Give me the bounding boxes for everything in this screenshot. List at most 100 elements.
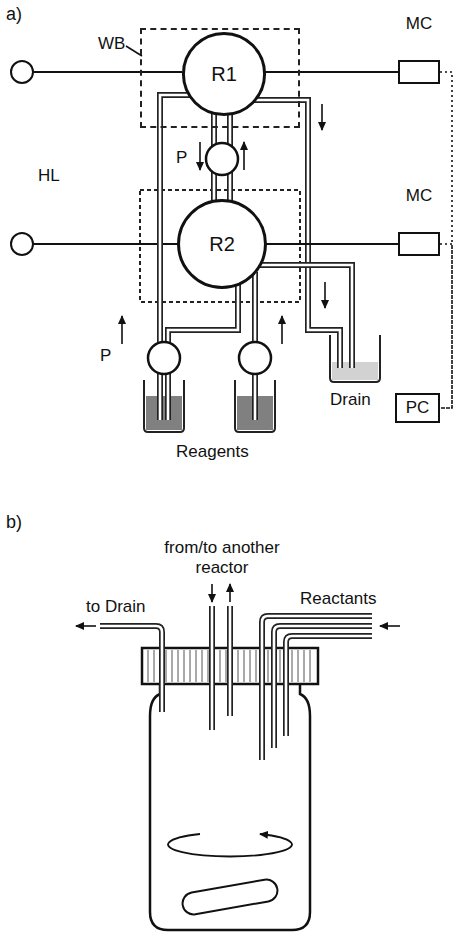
cap-ridge [268, 650, 269, 682]
label-holder: Reagents [176, 442, 249, 462]
tube-bore [229, 606, 232, 716]
tube-bore [286, 636, 372, 736]
circle-shape [183, 33, 264, 114]
tube-wall [274, 626, 372, 748]
node-text: R2 [209, 233, 235, 256]
reactor-circle: R1 [182, 32, 266, 116]
stir-bar [181, 878, 279, 916]
part-label: WB [98, 34, 125, 54]
tube-bore [100, 626, 162, 712]
controller-box: MC [398, 232, 440, 256]
controller-box: MC [398, 60, 440, 84]
cap-ridge [178, 650, 179, 682]
part-label: HL [38, 166, 60, 186]
label-holder: to Drain [86, 597, 146, 617]
flow-arrow [229, 584, 231, 602]
part-label: MC [406, 14, 432, 34]
cap-ridge [166, 650, 167, 682]
pump-symbol [206, 143, 238, 175]
panel-label: b) [6, 512, 22, 533]
cap-ridge [310, 650, 311, 682]
cap-ridge [244, 650, 245, 682]
water-bath-box: WBR1 [140, 28, 300, 128]
cap-ridge [292, 650, 293, 682]
flow-arrow [281, 316, 283, 344]
wire [264, 71, 398, 73]
tube-bore [274, 626, 372, 748]
cap-ridge [196, 650, 197, 682]
beaker-outline [144, 380, 184, 432]
tube-bore [262, 616, 372, 760]
flow-arrow [243, 142, 245, 170]
node-text: PC [406, 398, 430, 418]
part-label: P [176, 148, 187, 168]
flow-arrow [121, 316, 123, 344]
cap-ridge [220, 650, 221, 682]
cap-ridge [208, 650, 209, 682]
beaker-liquid [146, 396, 182, 430]
label-holder: Reactants [300, 589, 377, 609]
tube-wall [258, 265, 352, 368]
tube-bore [258, 265, 352, 368]
circle-shape [179, 201, 266, 288]
label-holder: Drain [330, 390, 371, 410]
tube-bore [211, 606, 214, 730]
flow-arrow [324, 282, 326, 308]
node-text: R1 [211, 63, 237, 86]
heater-wire [33, 71, 182, 73]
heater-lamp [11, 61, 33, 83]
label-holder: P [176, 148, 187, 168]
cap-ridge [238, 650, 239, 682]
beaker-outline [235, 380, 275, 432]
computer-box: PC [395, 393, 440, 423]
heater-lamp [11, 233, 33, 255]
pump-symbol [148, 342, 180, 374]
part-label: MC [406, 186, 432, 206]
cap-ridge [304, 650, 305, 682]
signal-line [440, 72, 452, 408]
pump-symbol [239, 342, 271, 374]
panel-label: a) [6, 4, 22, 25]
cap-ridge [172, 650, 173, 682]
cap-ridge [226, 650, 227, 682]
cap-ridge [184, 650, 185, 682]
part-label: P [100, 346, 111, 366]
cap-ridge [250, 650, 251, 682]
cap-ridge [190, 650, 191, 682]
label-holder: a) [6, 4, 22, 25]
tube-wall [262, 616, 372, 760]
part-label: Reagents [176, 442, 249, 462]
tube-wall [209, 606, 215, 730]
flow-arrow [211, 584, 213, 602]
cap-ridge [280, 650, 281, 682]
flow-note: from/to another reactor [161, 538, 283, 578]
label-holder: from/to another reactor [161, 538, 283, 578]
label-holder: HL [38, 166, 60, 186]
flow-note: Reactants [300, 589, 377, 609]
part-label: Drain [330, 390, 371, 410]
tube-wall [286, 636, 372, 736]
tube-wall [100, 626, 162, 712]
cap-ridge [256, 650, 257, 682]
beaker-outline [330, 335, 380, 382]
cap-ridge [148, 650, 149, 682]
cap-ridge [298, 650, 299, 682]
cap-ridge [202, 650, 203, 682]
flow-arrow [199, 142, 201, 170]
signal-line [440, 244, 452, 408]
flow-arrow [380, 625, 400, 627]
reactor-circle: R2 [177, 199, 267, 289]
water-bath-box [140, 190, 300, 302]
rotation-arrow [168, 834, 292, 857]
label-holder: b) [6, 512, 22, 533]
flow-arrow [321, 104, 323, 130]
tube-wall [227, 606, 233, 716]
label-holder: P [100, 346, 111, 366]
flow-arrow [76, 625, 96, 627]
wire [266, 243, 399, 245]
cap-ridge [154, 650, 155, 682]
